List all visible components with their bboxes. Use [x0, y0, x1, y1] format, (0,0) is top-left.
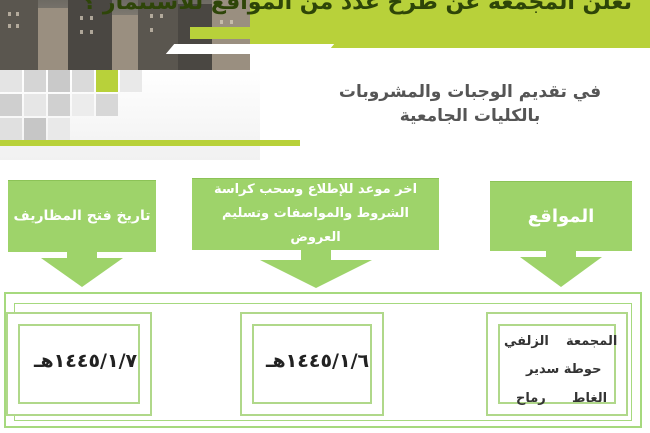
down-arrow-icon: [260, 260, 372, 288]
location-item: الزلفي: [504, 334, 549, 349]
divider: [165, 44, 335, 54]
opening-date-cell: [6, 312, 152, 416]
subtitle-line-2: بالكليات الجامعية: [399, 106, 541, 126]
page-title: تعلن المجمعة عن طرح عدد من المواقع للاست…: [82, 0, 633, 15]
subtitle: في تقديم الوجبات والمشروبات بالكليات الج…: [320, 80, 620, 128]
location-item: المجمعة: [566, 334, 618, 349]
opening-date-value: ١٤٤٥/١/٧هـ: [34, 350, 138, 372]
location-item: رماح: [516, 391, 546, 406]
submission-date-cell: [240, 312, 384, 416]
arrow-stem-1: [546, 250, 576, 258]
submission-date-value: ١٤٤٥/١/٦هـ: [266, 350, 370, 372]
decorative-band: [0, 70, 260, 160]
arrow-stem-2: [301, 249, 331, 261]
locations-cell: [486, 312, 628, 416]
accent-stripe: [190, 27, 250, 39]
location-item: حوطة سدير: [526, 362, 602, 377]
down-arrow-icon: [520, 257, 602, 287]
location-item: الغاط: [572, 391, 608, 406]
header-opening-date: تاريخ فتح المظاريف: [8, 180, 156, 252]
subtitle-line-1: في تقديم الوجبات والمشروبات: [338, 82, 602, 102]
arrow-stem-3: [67, 251, 97, 259]
building-photo: [0, 0, 250, 70]
title-band: تعلن المجمعة عن طرح عدد من المواقع للاست…: [83, 0, 650, 48]
down-arrow-icon: [41, 258, 123, 287]
accent-bar: [0, 140, 300, 146]
table-frame: [4, 292, 642, 428]
header-submission-deadline: اخر موعد للإطلاع وسحب كراسة الشروط والمو…: [192, 178, 439, 250]
header-locations: المواقع: [490, 181, 632, 251]
